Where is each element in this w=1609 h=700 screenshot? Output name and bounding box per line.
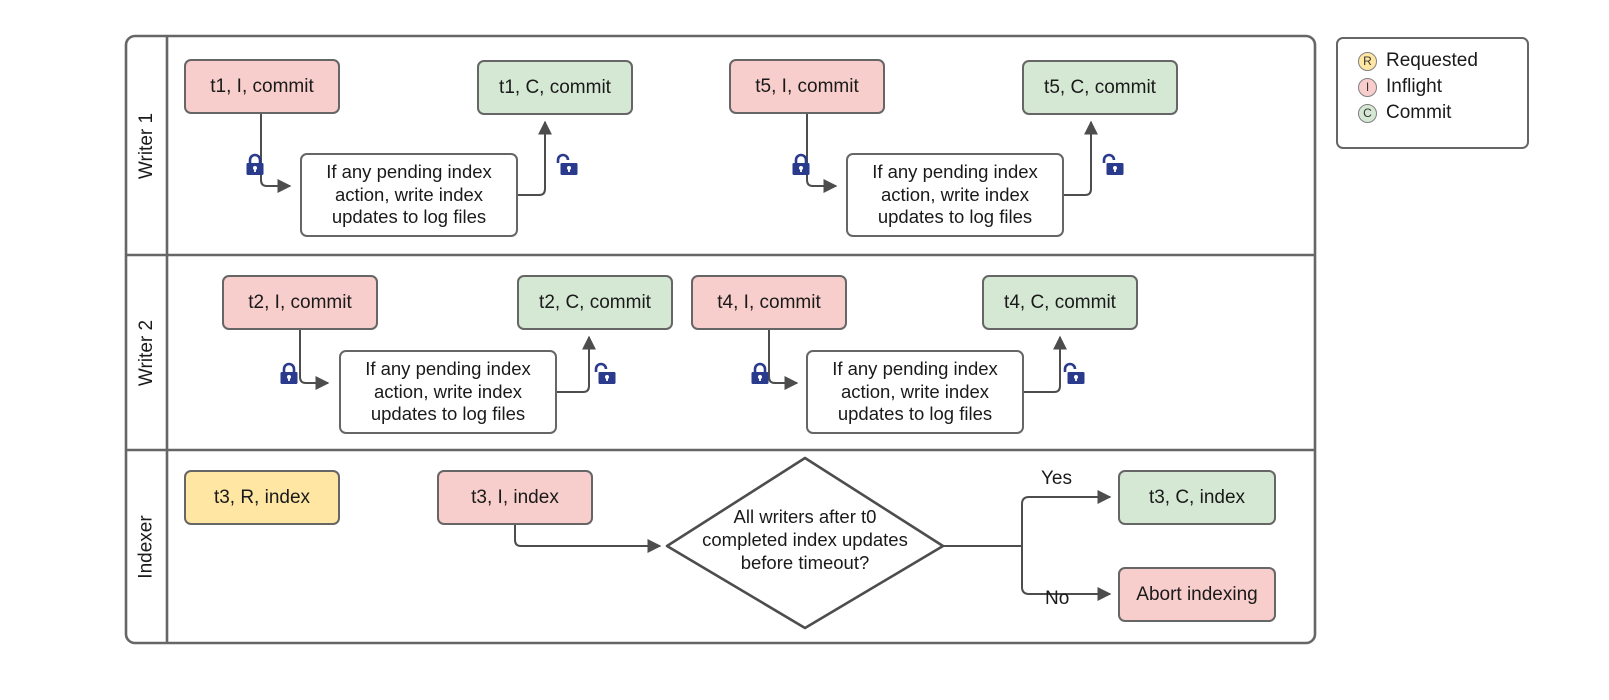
lane-label-writer-2: Writer 2 (127, 256, 167, 450)
edge-label-no: No (1045, 588, 1069, 610)
process-w2-right-write-index-updates[interactable]: If any pending index action, write index… (806, 350, 1024, 434)
edge-w1-t1-to-process (260, 114, 292, 193)
edge-label-yes-text: Yes (1041, 468, 1072, 489)
node-label: t3, I, index (471, 486, 559, 508)
decision-diamond (665, 456, 945, 630)
node-label: t5, C, commit (1044, 76, 1156, 98)
process-line-1: If any pending index (832, 358, 998, 380)
node-t1-inflight-commit[interactable]: t1, I, commit (184, 59, 340, 114)
process-line-3: updates to log files (837, 403, 993, 425)
process-line-1: If any pending index (872, 161, 1038, 183)
node-t4-inflight-commit[interactable]: t4, I, commit (691, 275, 847, 330)
edge-w1-process-to-commit (518, 120, 552, 196)
process-line-2: action, write index (373, 380, 523, 402)
node-t3-commit-index[interactable]: t3, C, index (1118, 470, 1276, 525)
lane-label-writer-1-text: Writer 1 (136, 112, 158, 180)
lane-label-indexer-text: Indexer (136, 514, 157, 579)
node-abort-indexing[interactable]: Abort indexing (1118, 567, 1276, 622)
decision-line-3: before timeout? (740, 551, 870, 573)
lane-label-indexer: Indexer (127, 451, 167, 642)
lock-open-icon (556, 153, 578, 175)
process-line-2: action, write index (880, 183, 1030, 205)
lock-open-icon (1063, 362, 1085, 384)
legend-label-inflight: Inflight (1386, 76, 1442, 97)
edge-w1-process-to-t5-commit (1064, 120, 1098, 196)
node-t4-commit-commit[interactable]: t4, C, commit (982, 275, 1138, 330)
decision-line-2: completed index updates (702, 528, 908, 550)
node-t2-commit-commit[interactable]: t2, C, commit (517, 275, 673, 330)
node-label: t2, C, commit (539, 291, 651, 313)
legend-item-inflight: I Inflight (1358, 76, 1442, 98)
legend-dot-commit-icon: C (1358, 103, 1377, 123)
edge-w2-process-to-commit (557, 335, 596, 393)
edge-w2-t4-to-process (768, 329, 799, 390)
lock-closed-icon (280, 362, 298, 384)
node-label: t2, I, commit (248, 291, 352, 313)
node-label: t1, C, commit (499, 76, 611, 98)
node-label: Abort indexing (1136, 583, 1258, 605)
node-t3-requested-index[interactable]: t3, R, index (184, 470, 340, 525)
process-line-3: updates to log files (331, 206, 487, 228)
process-line-1: If any pending index (326, 161, 492, 183)
node-t5-inflight-commit[interactable]: t5, I, commit (729, 59, 885, 114)
edge-decision-no (1021, 546, 1112, 601)
legend-item-commit: C Commit (1358, 102, 1451, 124)
process-line-3: updates to log files (370, 403, 526, 425)
process-line-2: action, write index (840, 380, 990, 402)
process-w1-left-write-index-updates[interactable]: If any pending index action, write index… (300, 153, 518, 237)
node-t3-inflight-index[interactable]: t3, I, index (437, 470, 593, 525)
edge-w1-t5-to-process (806, 114, 838, 193)
node-label: t4, C, commit (1004, 291, 1116, 313)
decision-line-1: All writers after t0 (733, 506, 877, 527)
node-label: t4, I, commit (717, 291, 821, 313)
edge-indexer-inflight-to-decision (514, 524, 662, 553)
legend-dot-inflight-icon: I (1358, 77, 1377, 97)
process-line-1: If any pending index (365, 358, 531, 380)
node-t2-inflight-commit[interactable]: t2, I, commit (222, 275, 378, 330)
lock-open-icon (1102, 153, 1124, 175)
legend-item-requested: R Requested (1358, 50, 1478, 72)
node-label: t5, I, commit (755, 75, 859, 97)
edge-decision-yes (1021, 490, 1112, 546)
edge-label-yes: Yes (1041, 468, 1072, 490)
lock-open-icon (594, 362, 616, 384)
node-t5-commit-commit[interactable]: t5, C, commit (1022, 60, 1178, 115)
process-w2-left-write-index-updates[interactable]: If any pending index action, write index… (339, 350, 557, 434)
lock-closed-icon (246, 153, 264, 175)
node-label: t3, R, index (213, 486, 311, 508)
process-line-2: action, write index (334, 183, 484, 205)
edge-label-no-text: No (1045, 588, 1070, 609)
legend-dot-requested-icon: R (1358, 51, 1377, 71)
decision-diamond-label: All writers after t0 completed index upd… (665, 506, 945, 575)
legend-label-commit: Commit (1386, 102, 1452, 123)
legend-label-requested: Requested (1386, 50, 1478, 71)
legend-panel: R Requested I Inflight C Commit (1336, 37, 1529, 149)
node-label: t3, C, index (1148, 486, 1246, 508)
edge-w2-process-to-t4-commit (1024, 335, 1067, 393)
process-w1-right-write-index-updates[interactable]: If any pending index action, write index… (846, 153, 1064, 237)
lane-label-writer-2-text: Writer 2 (136, 319, 158, 387)
edge-w2-t2-to-process (299, 329, 330, 390)
lock-closed-icon (792, 153, 810, 175)
lane-label-writer-1: Writer 1 (127, 37, 167, 255)
lock-closed-icon (751, 362, 769, 384)
node-label: t1, I, commit (210, 75, 314, 97)
process-line-3: updates to log files (877, 206, 1033, 228)
node-t1-commit-commit[interactable]: t1, C, commit (477, 60, 633, 115)
